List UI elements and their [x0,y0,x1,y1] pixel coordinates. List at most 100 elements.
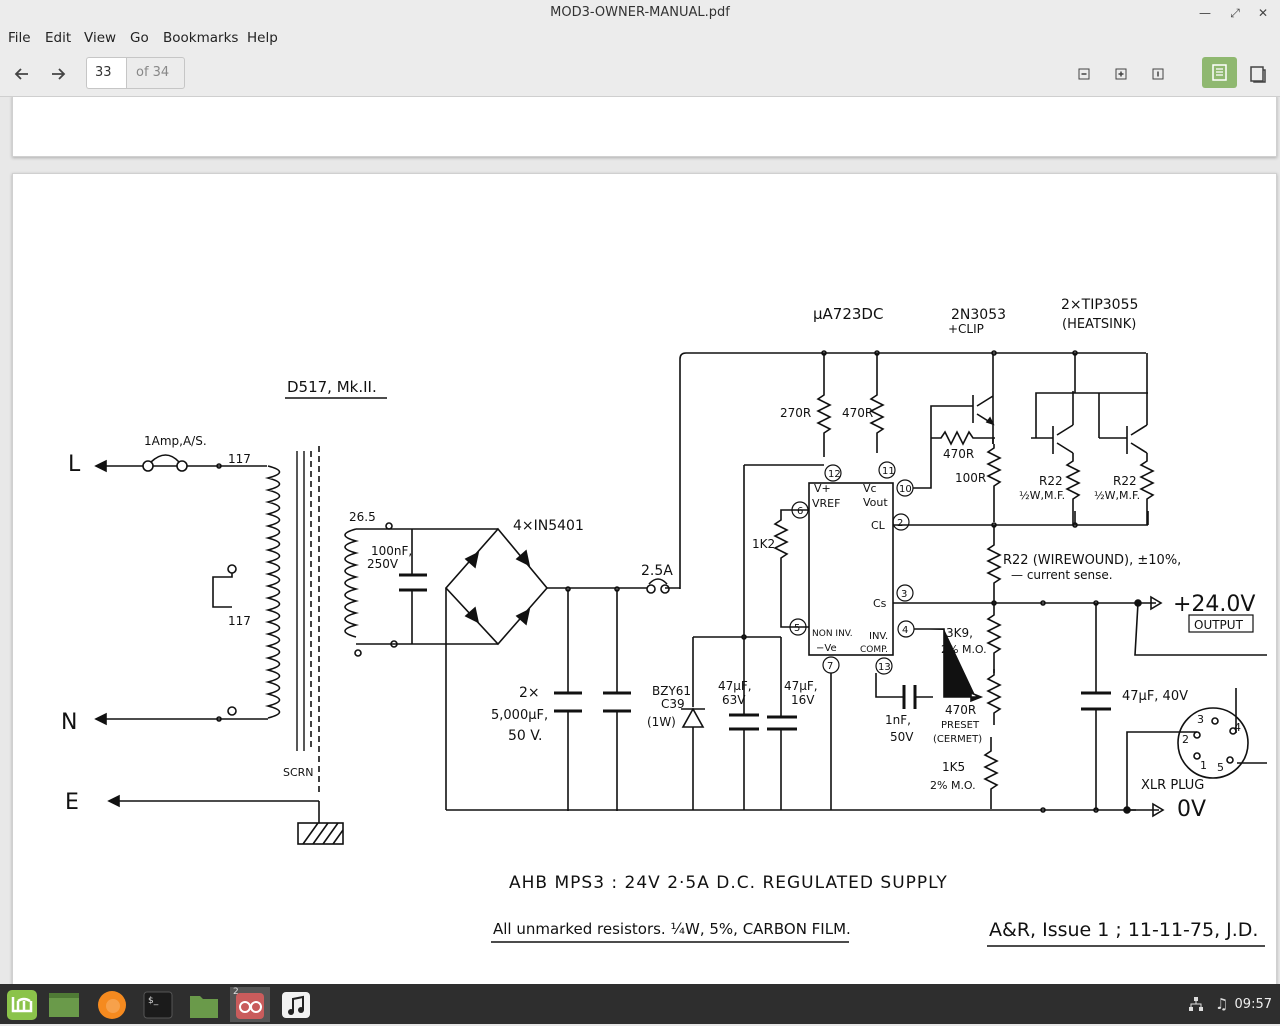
pin4: 4 [902,625,908,636]
menu-edit[interactable]: Edit [45,30,72,46]
q-pass-2: (HEATSINK) [1062,317,1136,332]
r22a-1: R22 [1039,474,1063,488]
toolbar [0,52,1280,97]
c47-16-2: 16V [791,693,815,707]
firefox-icon[interactable] [92,987,132,1022]
secondary-winding [344,528,360,638]
cap-100nf-1: 100nF, [371,544,412,558]
reservoir-3: 50 V. [508,728,543,744]
pin12: 12 [828,469,841,480]
fuse2-label: 2.5A [641,563,673,579]
xlr-plug [1177,707,1249,779]
continuous-view-button[interactable] [1202,57,1237,88]
transformer-core [296,451,305,751]
music-player-icon[interactable] [276,987,316,1022]
zener-3: (1W) [647,715,676,729]
clock[interactable]: 09:57 [1234,997,1272,1012]
pin3: 3 [901,589,907,600]
menu-bookmarks[interactable]: Bookmarks [163,30,239,46]
menu-help[interactable]: Help [247,30,278,46]
rsense-2: — current sense. [1011,568,1113,582]
reservoir-1: 2× [519,685,540,701]
title-bar: MOD3-OWNER-MANUAL.pdf — ⤢ ✕ [0,0,1280,26]
continuous-icon [1212,64,1227,81]
output-box [1188,614,1254,633]
zoom-in-icon[interactable] [1109,62,1133,86]
r470-base: 470R [943,447,974,461]
terminal-N: N [61,710,77,735]
transformer-label: D517, Mk.II. [287,378,377,396]
terminal-E: E [65,790,79,815]
svg-text:$_: $_ [148,996,159,1006]
best-fit-icon[interactable] [1146,62,1170,86]
ic-noninv: NON INV. [812,629,853,639]
window-count-badge: 2 [233,987,239,997]
menu-file[interactable]: File [8,30,31,46]
document-viewer-icon[interactable]: 2 [230,987,270,1022]
pin2: 2 [897,518,903,529]
cap-100nf-2: 250V [367,557,399,571]
zener-2: C39 [661,697,685,711]
ic-vout: Vout [863,496,888,509]
sound-icon[interactable]: ♫ [1215,995,1229,1013]
zero-volt: 0V [1177,797,1206,822]
dual-page-icon[interactable] [1246,62,1270,86]
screen-label: SCRN [283,766,314,779]
page-total-label: of 34 [126,57,185,89]
q-driver-2: +CLIP [948,322,984,336]
xlr-pin-2: 2 [1182,733,1189,746]
forward-arrow-icon[interactable] [46,62,70,86]
primary-winding [264,465,281,719]
secondary-voltage: 26.5 [349,510,376,524]
files-icon[interactable] [184,987,224,1022]
menu-go[interactable]: Go [130,30,149,46]
r100: 100R [955,471,986,485]
top-rail [679,352,1146,589]
close-icon[interactable]: ✕ [1257,6,1269,20]
preset-2: PRESET [941,720,980,731]
xlr-pin-5: 5 [1217,761,1224,774]
pin13: 13 [878,662,891,673]
ic-vc: Vc [863,482,877,495]
c47-16-1: 47µF, [784,679,818,693]
fuse2-symbol [648,578,668,585]
back-arrow-icon[interactable] [10,62,34,86]
tap-mid: 117 [228,614,251,628]
current-page: L N E 1Amp,A/S. 117 117 D517, Mk.II. 26 [12,173,1277,984]
ic-cs: Cs [873,597,887,610]
r22b-2: ½W,M.F. [1094,489,1140,502]
preset-3: (CERMET) [933,734,982,745]
window-title: MOD3-OWNER-MANUAL.pdf [550,5,730,20]
page-number-input[interactable]: 33 [86,57,127,89]
zener-1: BZY61 [652,684,691,698]
cap-1nf-1: 1nF, [885,713,911,727]
fuse-label: 1Amp,A/S. [144,434,207,448]
pin5: 5 [794,623,800,634]
zoom-out-icon[interactable] [1072,62,1096,86]
maximize-icon[interactable]: ⤢ [1230,6,1240,20]
title-line: AHB MPS3 : 24V 2·5A D.C. REGULATED SUPPL… [509,873,948,893]
pin11: 11 [882,466,895,477]
xlr-pin-4: 4 [1234,721,1241,734]
document-view[interactable]: L N E 1Amp,A/S. 117 117 D517, Mk.II. 26 [0,97,1280,984]
output-box-label: OUTPUT [1194,618,1244,632]
taskbar: $_ 2 ♫ 09:57 [0,984,1280,1024]
rsense-1: R22 (WIREWOUND), ±10%, [1003,553,1181,568]
pin6: 6 [797,506,803,517]
ic-minusve: −Ve [816,643,837,654]
schematic-diagram: L N E 1Amp,A/S. 117 117 D517, Mk.II. 26 [61,297,1267,947]
c47-63-2: 63V [722,693,746,707]
mint-menu-icon[interactable] [2,987,42,1022]
r1k5-1: 1K5 [942,760,965,774]
pin7: 7 [827,661,833,672]
ic-comp: COMP. [860,645,888,655]
r1k5-2: 2% M.O. [930,779,976,792]
terminal-L: L [68,452,81,477]
show-desktop-icon[interactable] [44,987,84,1022]
reservoir-2: 5,000µF, [491,708,548,723]
bridge-label: 4×IN5401 [513,518,584,534]
terminal-icon[interactable]: $_ [138,987,178,1022]
network-icon[interactable] [1188,996,1204,1016]
minimize-icon[interactable]: — [1199,6,1211,20]
menu-view[interactable]: View [84,30,117,46]
